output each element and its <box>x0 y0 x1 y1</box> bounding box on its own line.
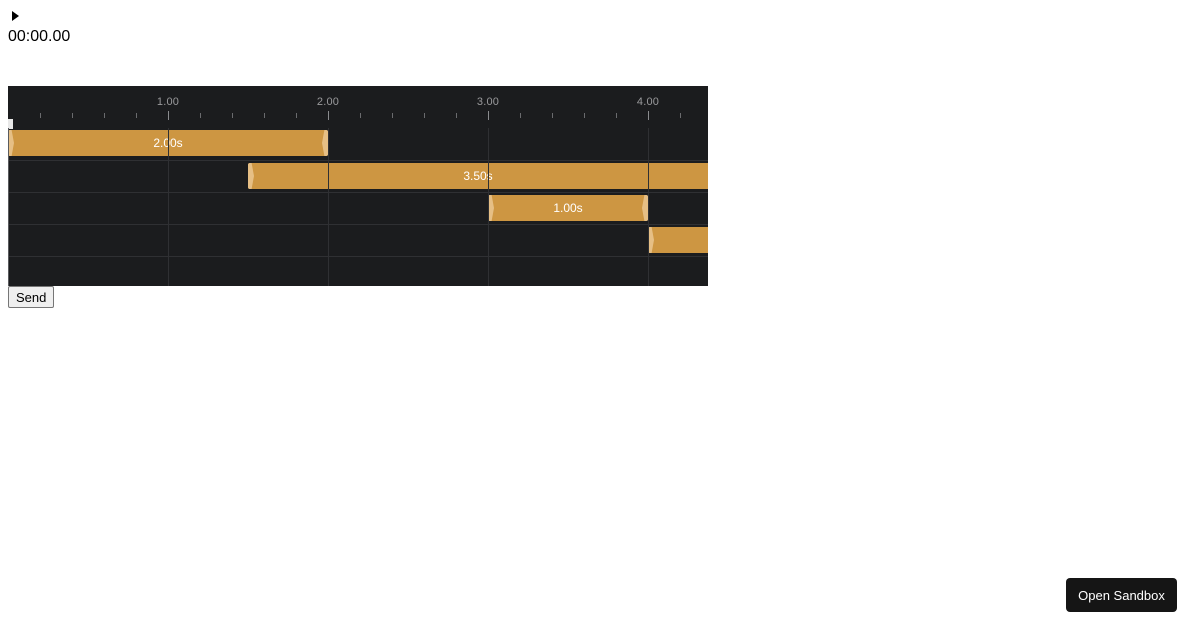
timeline-clip[interactable]: 1.00s <box>488 195 648 221</box>
play-button[interactable] <box>8 8 22 24</box>
ruler-label: 1.00 <box>156 96 180 108</box>
clip-start-handle[interactable] <box>8 130 14 156</box>
ruler-label: 3.00 <box>476 96 500 108</box>
major-tick <box>328 111 329 120</box>
minor-tick <box>264 113 265 118</box>
clip-start-handle[interactable] <box>648 227 654 253</box>
timeline-left-edge <box>8 128 9 286</box>
ruler-label: 4.00 <box>636 96 660 108</box>
clip-start-handle[interactable] <box>488 195 494 221</box>
minor-tick <box>104 113 105 118</box>
ruler-label: 2.00 <box>316 96 340 108</box>
grid-line <box>648 128 649 286</box>
minor-tick <box>552 113 553 118</box>
minor-tick <box>392 113 393 118</box>
clip-end-handle[interactable] <box>322 130 328 156</box>
minor-tick <box>456 113 457 118</box>
minor-tick <box>584 113 585 118</box>
timeline-clip[interactable]: 3.50s <box>248 163 708 189</box>
clip-duration-label: 3.50s <box>463 169 493 183</box>
track-row[interactable] <box>8 224 708 256</box>
time-display: 00:00.00 <box>8 28 71 45</box>
track-row[interactable] <box>8 256 708 286</box>
grid-line <box>168 128 169 286</box>
minor-tick <box>72 113 73 118</box>
send-button[interactable]: Send <box>8 286 55 308</box>
minor-tick <box>40 113 41 118</box>
major-tick <box>168 111 169 120</box>
clip-duration-label: 1.00s <box>553 201 583 215</box>
track-row[interactable]: 1.00s <box>8 192 708 224</box>
minor-tick <box>136 113 137 118</box>
clip-start-handle[interactable] <box>248 163 254 189</box>
minor-tick <box>424 113 425 118</box>
grid-line <box>328 128 329 286</box>
minor-tick <box>616 113 617 118</box>
minor-tick <box>680 113 681 118</box>
timeline-clip[interactable] <box>648 227 708 253</box>
playhead-marker[interactable] <box>8 119 13 129</box>
timeline[interactable]: 1.00 2.00 3.00 4.00 2.00s 3.50s 1.00s <box>8 86 708 286</box>
minor-tick <box>520 113 521 118</box>
clip-end-handle[interactable] <box>642 195 648 221</box>
track-rows: 2.00s 3.50s 1.00s <box>8 128 708 286</box>
track-row[interactable]: 2.00s <box>8 128 708 160</box>
play-icon <box>12 11 19 21</box>
minor-tick <box>200 113 201 118</box>
open-sandbox-button[interactable]: Open Sandbox <box>1066 578 1177 612</box>
time-ruler[interactable]: 1.00 2.00 3.00 4.00 <box>8 86 708 128</box>
minor-tick <box>296 113 297 118</box>
minor-tick <box>232 113 233 118</box>
grid-line <box>488 128 489 286</box>
major-tick <box>648 111 649 120</box>
minor-tick <box>360 113 361 118</box>
track-row[interactable]: 3.50s <box>8 160 708 192</box>
major-tick <box>488 111 489 120</box>
